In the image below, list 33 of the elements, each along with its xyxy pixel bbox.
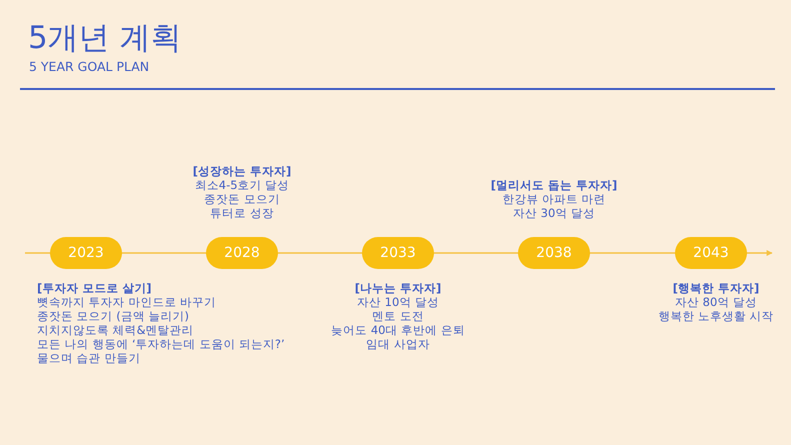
milestone-goal: 종잣돈 모으기 xyxy=(204,192,280,206)
year-pill: 2023 xyxy=(50,237,122,269)
year-pill: 2043 xyxy=(675,237,747,269)
timeline-arrow xyxy=(747,250,773,256)
milestone-heading: [행복한 투자자] xyxy=(672,281,760,295)
timeline-line xyxy=(122,252,206,254)
milestone-goal: 뼛속까지 투자자 마인드로 바꾸기 xyxy=(37,295,216,309)
milestone-goal: 한강뷰 아파트 마련 xyxy=(502,192,606,206)
year-pill: 2033 xyxy=(362,237,434,269)
milestone-goal: 튜터로 성장 xyxy=(210,206,274,220)
timeline-line xyxy=(25,252,50,254)
milestone-goal: 모든 나의 행동에 ‘투자하는데 도움이 되는지?’ 물으며 습관 만들기 xyxy=(37,337,286,365)
milestone-heading: [성장하는 투자자] xyxy=(192,164,292,178)
page-title: 5개년 계획 xyxy=(28,19,182,58)
milestone-goal: 임대 사업자 xyxy=(366,337,430,351)
timeline-line xyxy=(590,252,675,254)
subtitle: 5 YEAR GOAL PLAN xyxy=(29,59,150,74)
timeline-line xyxy=(434,252,518,254)
timeline-line xyxy=(278,252,362,254)
milestone-heading: [멀리서도 돕는 투자자] xyxy=(490,178,618,192)
milestone-goal: 행복한 노후생활 시작 xyxy=(658,309,774,323)
milestone-goal: 자산 10억 달성 xyxy=(357,295,439,309)
milestone-goal: 멘토 도전 xyxy=(372,309,424,323)
milestone-goal: 종잣돈 모으기 (금액 늘리기) xyxy=(37,309,189,323)
milestone-goal: 지치지않도록 체력&멘탈관리 xyxy=(37,323,194,337)
milestone-heading: [나누는 투자자] xyxy=(354,281,442,295)
milestone-goal: 최소4-5호기 달성 xyxy=(194,178,290,192)
milestone-goal: 자산 80억 달성 xyxy=(675,295,757,309)
milestone-goal: 자산 30억 달성 xyxy=(513,206,595,220)
year-pill: 2028 xyxy=(206,237,278,269)
year-pill: 2038 xyxy=(518,237,590,269)
milestone-goal: 늦어도 40대 후반에 은퇴 xyxy=(331,323,465,337)
milestone-heading: [투자자 모드로 살기] xyxy=(37,281,152,295)
